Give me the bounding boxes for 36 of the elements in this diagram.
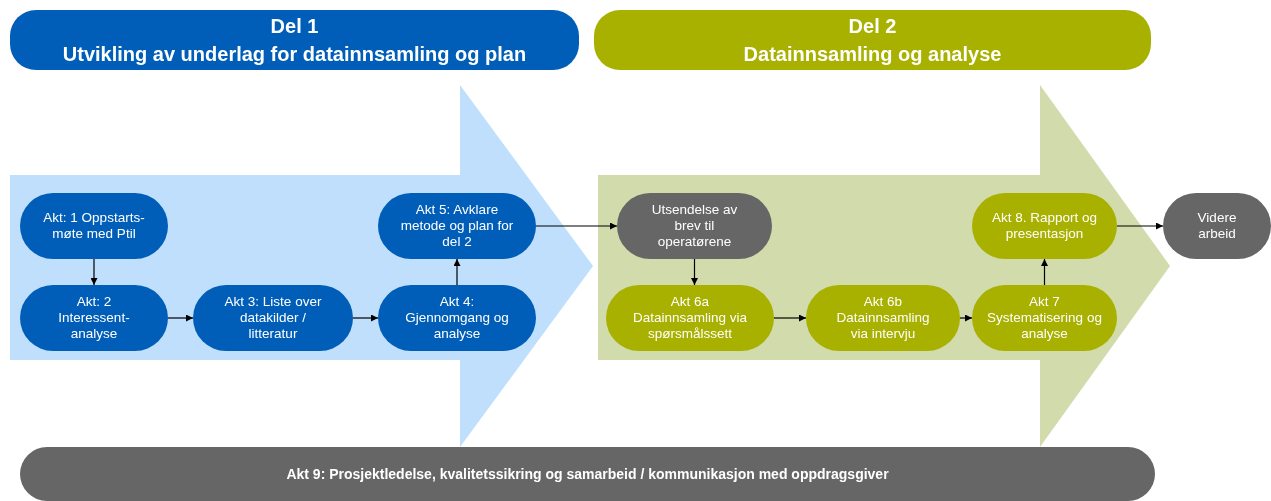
- activity-pill: [972, 193, 1117, 259]
- step-pill: [1163, 193, 1271, 259]
- activity-bar: [20, 447, 1155, 501]
- arrow: [352, 314, 379, 322]
- arrow: [167, 314, 194, 322]
- activity-pill: [378, 285, 536, 351]
- section-title: Del 1: [270, 14, 319, 39]
- arrow: [1116, 222, 1164, 230]
- section-subtitle: Utvikling av underlag for datainnsamling og plan: [62, 42, 527, 67]
- step-label: Akt 4: Gjennomgang og analyse: [404, 294, 510, 342]
- step-label: Akt 8. Rapport og presentasjon: [990, 210, 1099, 242]
- activity-pill: [378, 193, 536, 259]
- arrow: [453, 258, 461, 286]
- activity-pill: [972, 285, 1117, 351]
- step-label: Akt 6a Datainnsamling via spørsmålssett: [631, 294, 749, 342]
- arrow: [90, 258, 98, 286]
- arrow: [691, 258, 698, 286]
- step-label: Akt 6b Datainnsamling via intervju: [835, 294, 931, 342]
- step-label: Utsendelse av brev til operatørene: [650, 202, 739, 250]
- section-title: Del 2: [848, 14, 897, 39]
- step-label: Videre arbeid: [1196, 210, 1238, 242]
- arrow: [1041, 258, 1048, 286]
- phase-arrow: [598, 85, 1170, 447]
- step-label: Akt 5: Avklare metode og plan for del 2: [399, 202, 515, 250]
- step-label: Akt 9: Prosjektledelse, kvalitetssikring og samarbeid / kommunikasjon med oppdragsgiver: [286, 466, 889, 482]
- phase-arrow: [10, 85, 593, 447]
- step-label: Akt 3: Liste over datakilder / litteratur: [223, 294, 323, 342]
- section-header: [594, 10, 1151, 70]
- step-label: Akt: 2 Interessent- analyse: [57, 294, 131, 342]
- step-label: Akt: 1 Oppstarts- møte med Ptil: [42, 210, 146, 242]
- arrow: [959, 314, 973, 322]
- step-label: Akt 7 Systematisering og analyse: [986, 294, 1103, 342]
- arrow: [773, 314, 807, 322]
- section-subtitle: Datainnsamling og analyse: [743, 42, 1002, 67]
- arrow: [535, 222, 618, 230]
- section-header: [10, 10, 579, 70]
